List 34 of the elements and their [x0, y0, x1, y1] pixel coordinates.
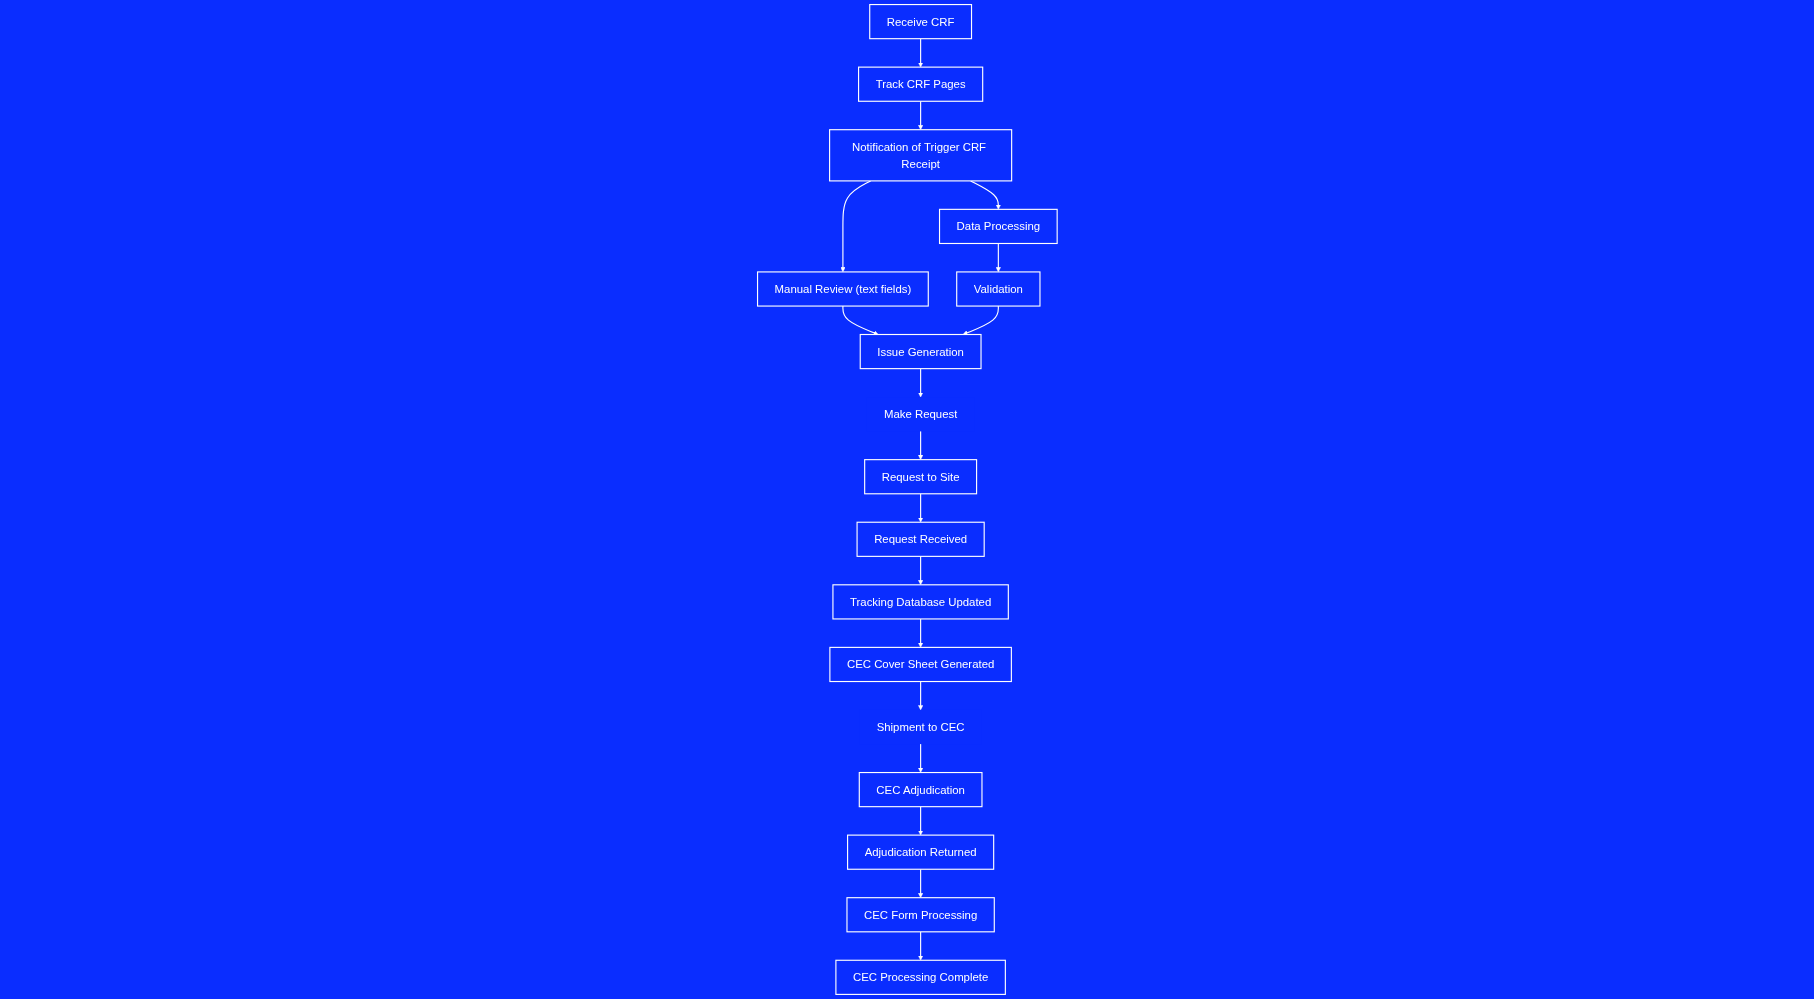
- node-box: Track CRF Pages: [857, 66, 983, 102]
- node-box: Request to Site: [863, 459, 977, 495]
- node-box: Manual Review (text fields): [756, 271, 929, 307]
- arrow: [917, 618, 923, 648]
- arrow: [917, 680, 923, 711]
- node-box: Receive CRF: [868, 4, 972, 40]
- arrow: [917, 100, 923, 130]
- arrow: [917, 931, 923, 961]
- arrow: [917, 806, 923, 836]
- arrow: [917, 743, 923, 773]
- arrow: [917, 38, 923, 68]
- arrow: [995, 242, 1001, 273]
- arrow: [917, 430, 923, 460]
- arrow: [841, 305, 879, 336]
- arrow: [917, 555, 923, 586]
- arrow: [917, 493, 923, 523]
- node-box: CEC Adjudication: [858, 771, 983, 808]
- arrow: [917, 868, 923, 898]
- node-box: Data Processing: [938, 208, 1058, 245]
- node-box: Notification of Trigger CRF Receipt: [828, 129, 1012, 182]
- node-box: Validation: [955, 271, 1041, 307]
- node-text: Make Request: [883, 407, 957, 421]
- node-box: Tracking Database Updated: [832, 584, 1009, 620]
- arrow: [840, 180, 871, 273]
- arrow: [962, 305, 999, 336]
- node-text: Shipment to CEC: [876, 720, 965, 734]
- node-box: CEC Form Processing: [846, 897, 995, 933]
- node-box: CEC Processing Complete: [834, 959, 1006, 995]
- node-box: CEC Cover Sheet Generated: [828, 646, 1012, 683]
- node-box: Adjudication Returned: [846, 834, 994, 870]
- arrow: [917, 368, 923, 398]
- arrow: [969, 180, 1001, 210]
- node-box: Request Received: [856, 521, 985, 557]
- node-box: Issue Generation: [859, 333, 982, 370]
